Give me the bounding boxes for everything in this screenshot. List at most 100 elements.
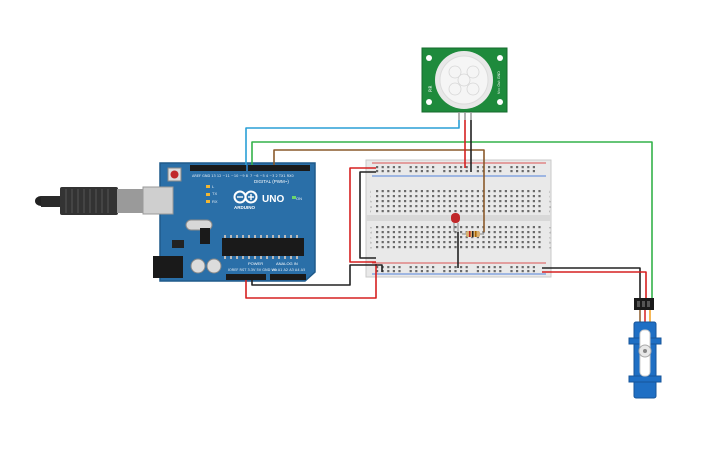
breadboard-hole [415,241,418,244]
breadboard-hole [404,246,407,249]
breadboard-hole [448,166,451,169]
breadboard-hole [398,266,401,269]
breadboard-hole [454,231,457,234]
breadboard-hole [415,210,418,213]
breadboard-hole [465,190,468,193]
breadboard-hole [415,236,418,239]
breadboard-hole [426,200,429,203]
breadboard-hole [448,241,451,244]
breadboard-hole [420,270,423,273]
breadboard-hole [398,241,401,244]
breadboard-hole [392,166,395,169]
breadboard-hole [392,170,395,173]
breadboard-hole [504,236,507,239]
breadboard-hole [471,236,474,239]
breadboard-hole [454,246,457,249]
breadboard-hole [381,231,384,234]
breadboard-hole [387,170,390,173]
breadboard-hole [454,195,457,198]
breadboard-hole [493,246,496,249]
breadboard-hole [499,190,502,193]
breadboard-hole [409,166,412,169]
breadboard-hole [488,166,491,169]
breadboard-hole [499,205,502,208]
breadboard-hole [499,166,502,169]
breadboard-hole [527,231,530,234]
breadboard-hole [454,236,457,239]
breadboard-hole [493,166,496,169]
breadboard-row-letter: e [370,226,372,230]
breadboard-hole [392,236,395,239]
breadboard-hole [499,210,502,213]
breadboard-hole [409,226,412,229]
breadboard-hole [516,166,519,169]
breadboard-hole [476,170,479,173]
breadboard-row-letter: a [370,246,372,250]
breadboard-hole [381,200,384,203]
breadboard-hole [426,166,429,169]
breadboard-hole [476,236,479,239]
breadboard-hole [415,246,418,249]
on-label: ON [296,196,302,201]
breadboard-hole [392,231,395,234]
breadboard-row-letter: j [369,190,371,194]
breadboard-hole [538,210,541,213]
usb-cable-icon [35,187,170,215]
breadboard-hole [476,246,479,249]
breadboard-hole [499,270,502,273]
breadboard-hole [521,266,524,269]
breadboard-row-letter: h [549,200,551,204]
breadboard-hole [527,195,530,198]
breadboard-hole [538,236,541,239]
breadboard-hole [398,170,401,173]
breadboard-hole [420,246,423,249]
breadboard-hole [476,195,479,198]
breadboard-hole [420,195,423,198]
breadboard-hole [527,226,530,229]
wire-servo-black [542,267,641,300]
breadboard-hole [409,195,412,198]
breadboard-hole [381,166,384,169]
breadboard-hole [437,205,440,208]
breadboard-hole [381,246,384,249]
breadboard-hole [471,200,474,203]
breadboard-hole [448,190,451,193]
breadboard-hole [527,205,530,208]
breadboard-hole [392,266,395,269]
breadboard-hole [376,270,379,273]
wires [245,120,653,300]
breadboard-hole [454,205,457,208]
breadboard-hole [404,195,407,198]
breadboard-hole [376,170,379,173]
breadboard-row-letter: j [548,190,550,194]
breadboard-hole [432,226,435,229]
breadboard-hole [443,231,446,234]
breadboard-hole [465,205,468,208]
breadboard-hole [443,195,446,198]
breadboard-hole [387,266,390,269]
breadboard-hole [516,200,519,203]
breadboard-hole [437,190,440,193]
breadboard-hole [499,236,502,239]
breadboard-hole [387,166,390,169]
breadboard-hole [510,231,513,234]
breadboard-hole [504,210,507,213]
breadboard-hole [516,226,519,229]
breadboard-hole [398,236,401,239]
breadboard-hole [516,190,519,193]
breadboard-hole [460,210,463,213]
breadboard-hole [476,200,479,203]
breadboard-hole [488,200,491,203]
breadboard-row-letter: d [370,231,372,235]
breadboard-hole [510,166,513,169]
breadboard-hole [521,231,524,234]
breadboard-hole [387,195,390,198]
breadboard-hole [454,210,457,213]
breadboard-hole [510,190,513,193]
breadboard-hole [488,231,491,234]
breadboard-hole [432,190,435,193]
breadboard-row-letter: a [549,246,551,250]
breadboard-hole [493,266,496,269]
breadboard-hole [376,246,379,249]
breadboard-hole [398,270,401,273]
